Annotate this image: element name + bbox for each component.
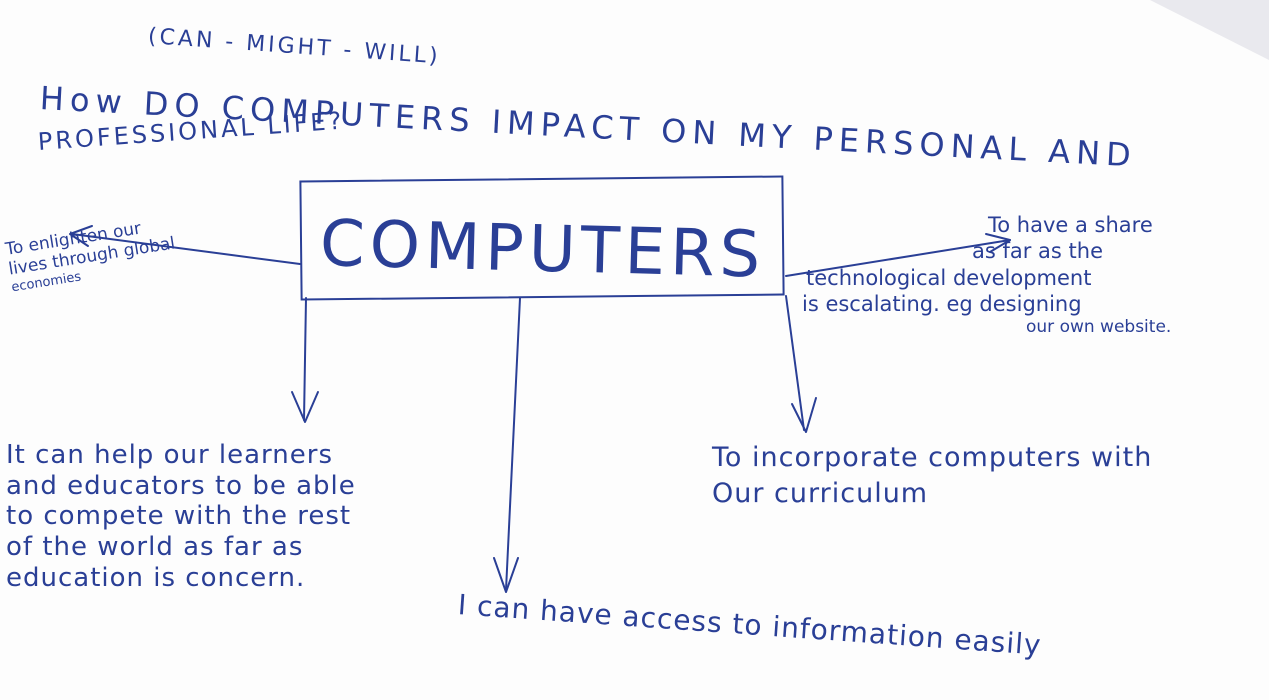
- branch-text-line: Our curriculum: [712, 478, 929, 510]
- arrow-center-down-head: [493, 557, 519, 593]
- branch-text-line: To have a share: [988, 213, 1153, 237]
- arrow-center-down: [505, 297, 521, 591]
- branch-text-line: our own website.: [1026, 317, 1172, 337]
- branch-text-line: To incorporate computers with: [712, 442, 1153, 473]
- arrow-left-down-head: [291, 391, 319, 423]
- central-concept-label: COMPUTERS: [319, 207, 767, 293]
- branch-text-line: technological development: [806, 265, 1092, 290]
- branch-text-line: to compete with the rest: [6, 501, 352, 532]
- branch-text-line: education is concern.: [6, 562, 306, 593]
- branch-text-line: and educators to be able: [6, 470, 356, 501]
- arrow-left-down: [303, 297, 307, 421]
- branch-text-line: It can help our learners: [6, 440, 333, 470]
- branch-text-line: of the world as far as: [6, 532, 304, 563]
- branch-text-line: as far as the: [972, 239, 1104, 264]
- branch-enlighten-lives: To enlighten our lives through global ec…: [4, 214, 179, 296]
- branch-curriculum: To incorporate computers with Our curric…: [712, 440, 1152, 513]
- branch-access-information: I can have access to information easily: [456, 588, 1043, 662]
- branch-text-line: is escalating. eg designing: [802, 291, 1082, 316]
- arrow-right-down-head: [791, 397, 817, 433]
- branch-learners-educators: It can help our learners and educators t…: [6, 440, 356, 593]
- branch-technological-share: To have a share as far as the technologi…: [800, 212, 1171, 338]
- modal-verbs-subtitle: (CAN - MIGHT - WILL): [147, 24, 442, 70]
